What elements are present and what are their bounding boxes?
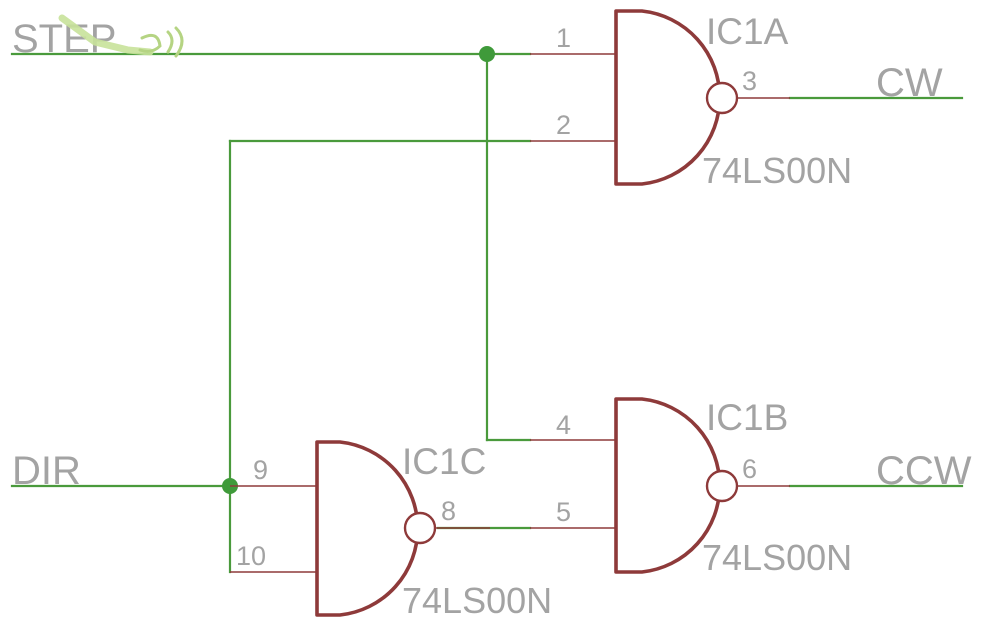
part-value-ic1c: 74LS00N — [402, 580, 552, 621]
ic1c-output-bubble — [403, 511, 437, 545]
ic1a-output-bubble — [705, 81, 739, 115]
ic1b-output-bubble — [705, 469, 739, 503]
junction-step — [479, 46, 495, 62]
part-name-ic1b: IC1B — [706, 397, 788, 438]
highlighter-scribble — [58, 14, 184, 58]
pin-number-10: 10 — [236, 541, 266, 571]
net-label-ccw: CCW — [876, 449, 972, 493]
gate-ic1c — [230, 440, 490, 617]
part-name-ic1c: IC1C — [402, 441, 486, 482]
pin-number-3: 3 — [742, 66, 757, 96]
part-value-ic1b: 74LS00N — [702, 537, 852, 578]
net-label-dir: DIR — [12, 449, 81, 493]
pin-number-8: 8 — [441, 496, 456, 526]
pin-number-4: 4 — [556, 410, 571, 440]
net-label-cw: CW — [876, 61, 943, 105]
pin-number-2: 2 — [556, 110, 571, 140]
wires — [10, 52, 964, 574]
pin-number-6: 6 — [742, 454, 757, 484]
pin-number-5: 5 — [556, 497, 571, 527]
part-value-ic1a: 74LS00N — [702, 150, 852, 191]
net-label-step: STEP — [12, 17, 116, 61]
pin-number-9: 9 — [253, 455, 268, 485]
pin-number-1: 1 — [556, 23, 571, 53]
gate-ic1a — [530, 9, 790, 186]
part-name-ic1a: IC1A — [706, 11, 789, 52]
gate-ic1b — [530, 397, 790, 574]
